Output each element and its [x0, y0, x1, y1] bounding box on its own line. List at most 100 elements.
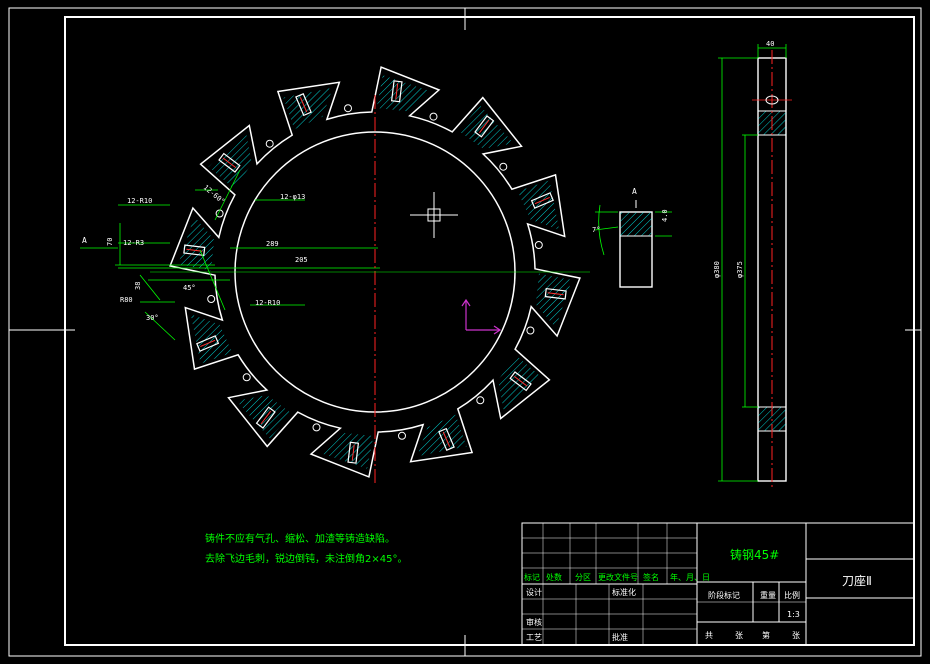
dim-r80: R80	[120, 296, 133, 304]
dim-phi380: φ380	[713, 261, 721, 278]
tb-sheet-label-2: 张	[792, 631, 800, 640]
dim-7deg: 7°	[592, 226, 600, 234]
cutter-slot	[474, 115, 495, 138]
cutter-slot	[390, 80, 403, 103]
bolt-hole	[242, 373, 251, 382]
slot-centerline	[534, 196, 550, 205]
slot-centerline	[222, 157, 237, 169]
cutter-slot	[295, 93, 312, 117]
dim-30: 30°	[146, 314, 159, 322]
tb-date: 年、月、日	[670, 573, 710, 582]
gear-front-view	[169, 66, 581, 478]
dim-phi375: φ375	[736, 261, 744, 278]
cutter-slot	[255, 406, 276, 429]
tooth-hatch	[283, 87, 333, 130]
bolt-hole	[526, 326, 535, 335]
dim-r3: 12-R3	[123, 239, 144, 247]
outer-frame	[8, 7, 922, 657]
dim-45: 45°	[183, 284, 196, 292]
slot-centerline	[299, 97, 308, 113]
dim-r10-top: 12-R10	[127, 197, 152, 205]
bolt-hole	[207, 295, 216, 303]
tooth-hatch	[417, 414, 467, 457]
material-label: 铸钢45#	[730, 548, 780, 562]
tb-scale: 1:3	[787, 610, 800, 619]
bolt-hole	[265, 139, 274, 148]
cutter-slot	[218, 152, 241, 173]
slot-centerline	[513, 375, 528, 387]
tb-sign: 签名	[643, 573, 659, 582]
dim-289: 289	[266, 240, 279, 248]
tb-zone: 分区	[575, 573, 591, 582]
slot-centerline	[442, 431, 451, 447]
tb-count: 处数	[546, 573, 562, 582]
tb-approve: 批准	[612, 633, 628, 642]
dim-r10-bottom: 12-R10	[255, 299, 280, 307]
cutter-slot	[530, 192, 554, 209]
dim-40: 40	[766, 40, 774, 48]
center-crosshair	[410, 192, 458, 238]
tb-sheet-no: 第	[762, 631, 770, 640]
bolt-hole	[344, 104, 352, 113]
tb-weight: 重量	[760, 591, 776, 600]
tooth-hatch	[190, 314, 233, 364]
label-a-view: A	[632, 187, 637, 196]
tooth-hatch	[517, 180, 560, 230]
tooth-hatch	[498, 355, 542, 411]
note-line-2: 去除飞边毛刺，锐边倒钝，未注倒角2×45°。	[205, 554, 408, 565]
tb-design: 设计	[526, 588, 542, 597]
bolt-hole	[429, 112, 438, 121]
cutter-slot	[438, 427, 455, 451]
section-a-detail	[594, 200, 672, 288]
dim-38: 38	[134, 282, 142, 290]
gear-outline	[169, 66, 581, 478]
bolt-hole	[499, 162, 508, 171]
slot-centerline	[547, 292, 564, 296]
part-name: 刀座Ⅱ	[842, 574, 872, 588]
slot-centerline	[260, 410, 272, 425]
dim-12-60: 12-60°	[202, 183, 227, 205]
bolt-hole	[398, 431, 406, 440]
bolt-hole	[534, 241, 543, 249]
slot-centerline	[395, 83, 399, 100]
dim-12-13: 12-φ13	[280, 193, 305, 201]
slot-centerline	[478, 119, 490, 134]
note-line-1: 铸件不应有气孔、缩松、加渣等铸造缺陷。	[205, 534, 395, 545]
bolt-hole	[476, 396, 485, 405]
tooth-hatch	[458, 105, 514, 149]
tb-mark: 标记	[524, 573, 540, 582]
tb-check: 审核	[526, 618, 542, 627]
dimension-lines	[80, 169, 380, 341]
tb-standardize: 标准化	[612, 588, 636, 597]
tooth-hatch	[376, 75, 431, 112]
bolt-hole	[312, 423, 321, 432]
cutter-slot	[509, 371, 532, 392]
tb-process: 工艺	[526, 633, 542, 642]
tb-stage-mark: 阶段标记	[708, 591, 740, 600]
tooth-hatch	[236, 395, 292, 439]
tb-change-doc: 更改文件号	[598, 573, 638, 582]
tooth-hatch	[208, 133, 252, 189]
cutter-slot	[183, 244, 206, 257]
tooth-hatch	[319, 432, 374, 469]
ucs-icon	[461, 298, 502, 335]
tooth-hatch	[535, 273, 572, 328]
tb-sheet-total: 共	[705, 631, 713, 640]
dim-70: 70	[106, 238, 114, 246]
cutter-slot	[544, 287, 567, 300]
slot-centerline	[200, 339, 216, 348]
tooth-hatch	[178, 216, 215, 271]
tb-sheet-label: 张	[735, 631, 743, 640]
slot-centerline	[186, 248, 203, 252]
inner-frame	[64, 16, 915, 646]
cutter-slot	[196, 335, 220, 352]
slot-centerline	[351, 444, 355, 461]
cutter-slot	[347, 441, 360, 464]
dim-205: 205	[295, 256, 308, 264]
side-view	[718, 44, 792, 490]
title-block	[521, 522, 915, 646]
dim-4: 4.0	[661, 209, 669, 222]
label-a-left: A	[82, 236, 87, 245]
tb-ratio: 比例	[784, 591, 800, 600]
